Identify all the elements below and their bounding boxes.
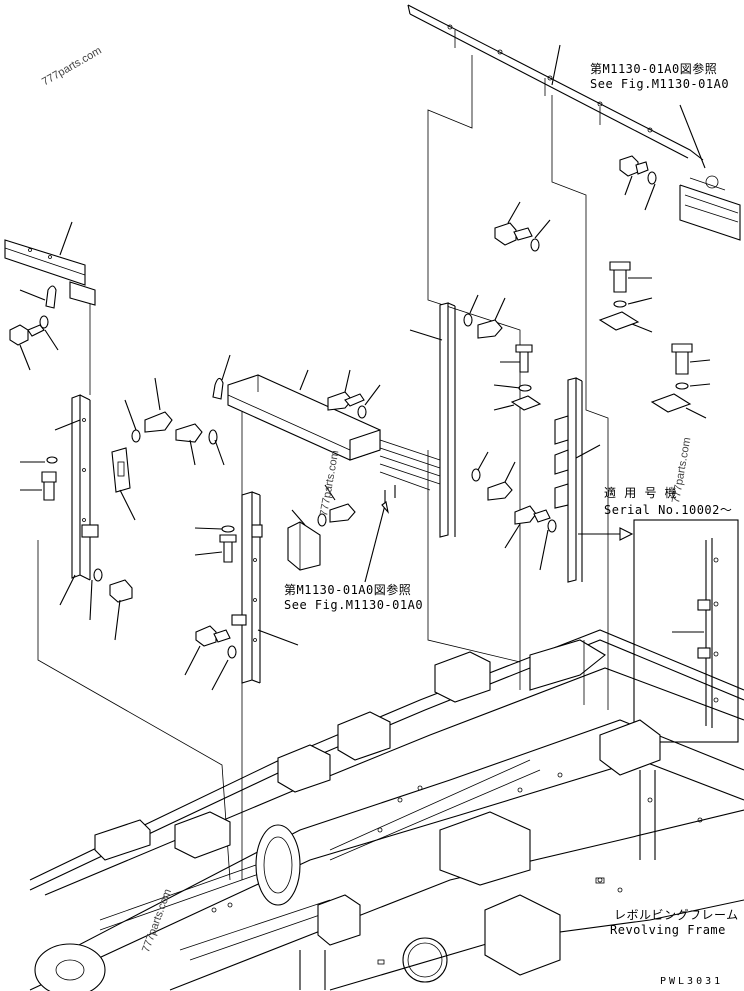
top-cover-plate [407,4,704,161]
serial-label-en: Serial No.10002～ [604,503,733,517]
small-bracket-left [111,447,136,521]
center-vertical-rail [231,491,299,684]
center-bracket [194,484,356,571]
right-bolts-upper [463,155,657,339]
center-lower-bolt [184,625,237,691]
left-vertical-rail [54,394,99,606]
frame-label-jp: レボルビングフレーム [614,908,739,922]
reference-frame-detail [364,439,441,583]
callout-center-en: See Fig.M1130-01A0 [284,598,424,612]
left-washers [20,456,133,641]
callout-top-right-en: See Fig.M1130-01A0 [590,77,730,91]
callout-top-right-jp: 第M1130-01A0図参照 [590,62,718,76]
right-rail-a [409,302,456,538]
center-bolts [124,377,225,466]
beam-bolt [327,369,381,419]
revolving-frame [29,629,744,991]
frame-label-en: Revolving Frame [610,923,726,937]
right-bracket-assembly [493,344,601,583]
right-bolts-lower [471,451,557,571]
serial-inset-arrow [578,527,634,541]
center-upper-beam [212,354,381,461]
left-upper-bracket [4,221,96,309]
figure-code: PWL3031 [660,976,724,987]
left-bolts [9,315,59,371]
callout-leaders [551,44,585,705]
serial-label-jp: 適 用 号 機 [604,486,678,500]
top-right-bracket [679,104,741,241]
callout-center-jp: 第M1130-01A0図参照 [284,583,412,597]
serial-inset-box [633,519,739,743]
right-upper-parts [598,261,711,419]
